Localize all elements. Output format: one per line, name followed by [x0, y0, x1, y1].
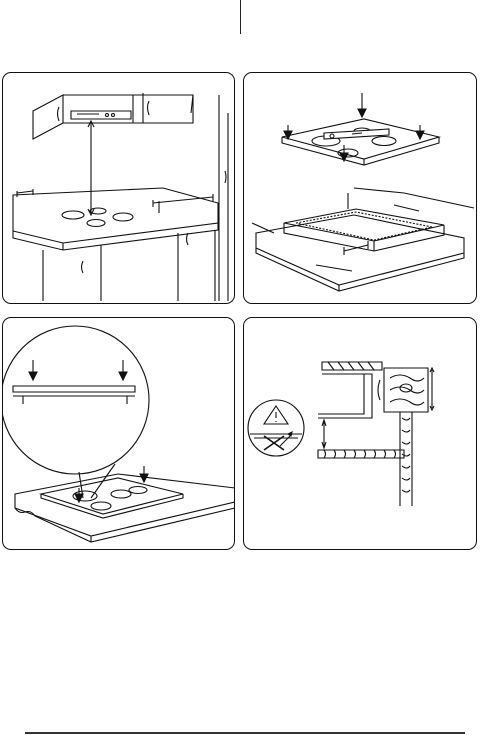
seal-detail-drawing [3, 318, 235, 550]
illustration-panel-cabinet-clearance [2, 72, 235, 304]
footer-rule [25, 732, 465, 734]
header-divider [240, 0, 241, 34]
protection-board-drawing [244, 318, 477, 550]
cabinet-clearance-drawing [3, 73, 235, 304]
illustration-panel-protection-board [243, 317, 477, 550]
hob-cutout-drawing [244, 73, 477, 304]
illustration-panel-seal-detail [2, 317, 235, 550]
illustration-panel-hob-cutout [243, 72, 477, 304]
